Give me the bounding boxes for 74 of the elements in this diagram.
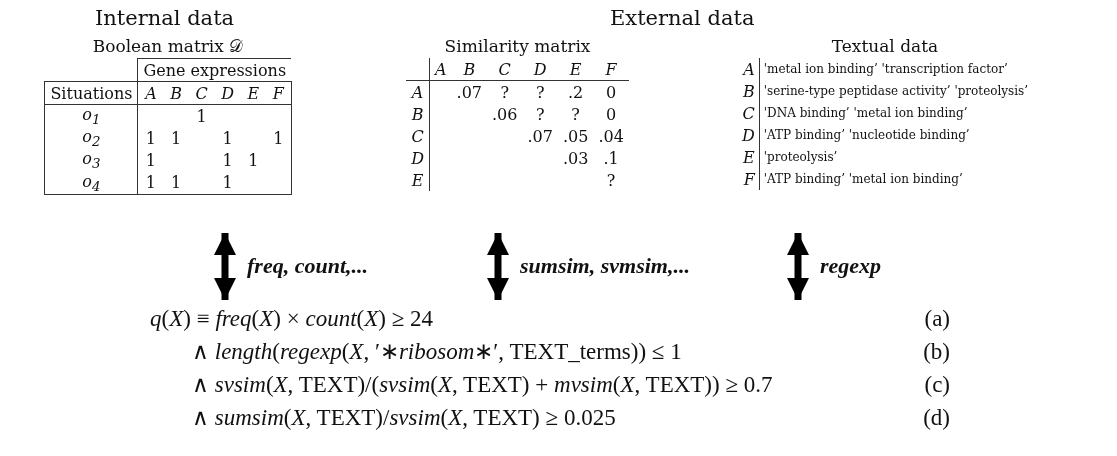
matrix-value: .03 — [561, 147, 590, 169]
matrix-value: 0 — [593, 80, 629, 103]
equation-number: (d) — [923, 404, 950, 431]
annotation-text: 'metal ion binding’ 'transcription factor’ — [759, 58, 1033, 80]
section-heading: External data — [610, 6, 755, 30]
column-header: D — [522, 58, 558, 81]
equation-number: (a) — [924, 305, 950, 332]
row-header: D — [406, 147, 430, 169]
matrix-value: 1 — [137, 127, 164, 150]
matrix-value: .06 — [491, 103, 519, 125]
formula-line: ∧ length(regexp(X, ′∗ribosom∗′, TEXT_terms)) ≤ 1 — [192, 338, 682, 365]
column-header: Situations — [44, 81, 138, 105]
matrix-value: 1 — [163, 171, 189, 195]
matrix-value: .2 — [557, 80, 594, 103]
row-header: C — [406, 125, 430, 147]
annotation-text: 'proteolysis’ — [759, 146, 1033, 168]
annotation-text: 'serine-type peptidase activity’ 'proteolysis’ — [759, 80, 1033, 102]
matrix-value: 1 — [247, 149, 260, 172]
column-header: E — [557, 58, 594, 81]
formula-line: ∧ svsim(X, TEXT)/(svsim(X, TEXT) + mvsim(X, TEXT)) ≥ 0.7 — [192, 371, 773, 398]
row-header: C — [737, 102, 760, 124]
matrix-value: .04 — [597, 125, 625, 147]
matrix-value: 1 — [137, 149, 164, 172]
row-header: o$_{4}$ — [44, 171, 138, 195]
matrix-value: ? — [605, 169, 617, 191]
section-heading: Internal data — [95, 6, 235, 30]
matrix-value: 1 — [170, 127, 183, 150]
matrix-value: 1 — [214, 171, 241, 195]
row-header: A — [406, 80, 430, 103]
column-header: A — [137, 81, 164, 105]
matrix-value: 1 — [188, 104, 215, 128]
column-header: B — [163, 81, 189, 105]
column-header: E — [240, 81, 266, 105]
row-header: A — [737, 58, 760, 80]
matrix-value: 1 — [221, 127, 234, 150]
column-header: C — [487, 58, 523, 81]
formula-line: q(X) ≡ freq(X) × count(X) ≥ 24 — [150, 305, 434, 332]
matrix-value: .05 — [561, 125, 590, 147]
row-header: B — [406, 103, 430, 125]
row-header: o$_{2}$ — [44, 127, 138, 150]
equation-number: (b) — [923, 338, 950, 365]
matrix-value: 1 — [137, 171, 164, 195]
matrix-value: .1 — [602, 147, 620, 169]
table-title: Similarity matrix — [443, 36, 592, 56]
column-header: A — [429, 58, 452, 81]
row-header: D — [737, 124, 760, 146]
matrix-value: ? — [522, 80, 558, 103]
annotation-text: 'ATP binding’ 'nucleotide binding’ — [759, 124, 1033, 146]
column-header: F — [593, 58, 629, 81]
table-title: Boolean matrix 𝒟 — [91, 36, 245, 56]
formula-line: ∧ sumsim(X, TEXT)/svsim(X, TEXT) ≥ 0.025 — [192, 404, 616, 431]
matrix-value: ? — [534, 103, 546, 125]
row-header: o$_{1}$ — [44, 104, 138, 128]
column-header: B — [451, 58, 487, 81]
column-header: C — [188, 81, 215, 105]
annotation-text: 'ATP binding’ 'metal ion binding’ — [759, 168, 1033, 190]
row-header: F — [737, 168, 760, 190]
matrix-value: .07 — [451, 80, 487, 103]
matrix-value: ? — [487, 80, 523, 103]
column-group-header: Gene expressions — [137, 58, 292, 82]
column-header: F — [266, 81, 292, 105]
table-title: Textual data — [830, 36, 940, 56]
matrix-value: ? — [570, 103, 581, 125]
matrix-value: .07 — [526, 125, 554, 147]
row-header: E — [406, 169, 430, 191]
row-header: B — [737, 80, 760, 102]
equation-number: (c) — [924, 371, 950, 398]
matrix-value: 0 — [605, 103, 618, 125]
column-header: D — [214, 81, 241, 105]
matrix-value: 1 — [221, 149, 234, 172]
matrix-value: 1 — [266, 127, 292, 150]
row-header: o$_{3}$ — [44, 149, 138, 172]
row-header: E — [737, 146, 760, 168]
annotation-text: 'DNA binding’ 'metal ion binding’ — [759, 102, 1033, 124]
